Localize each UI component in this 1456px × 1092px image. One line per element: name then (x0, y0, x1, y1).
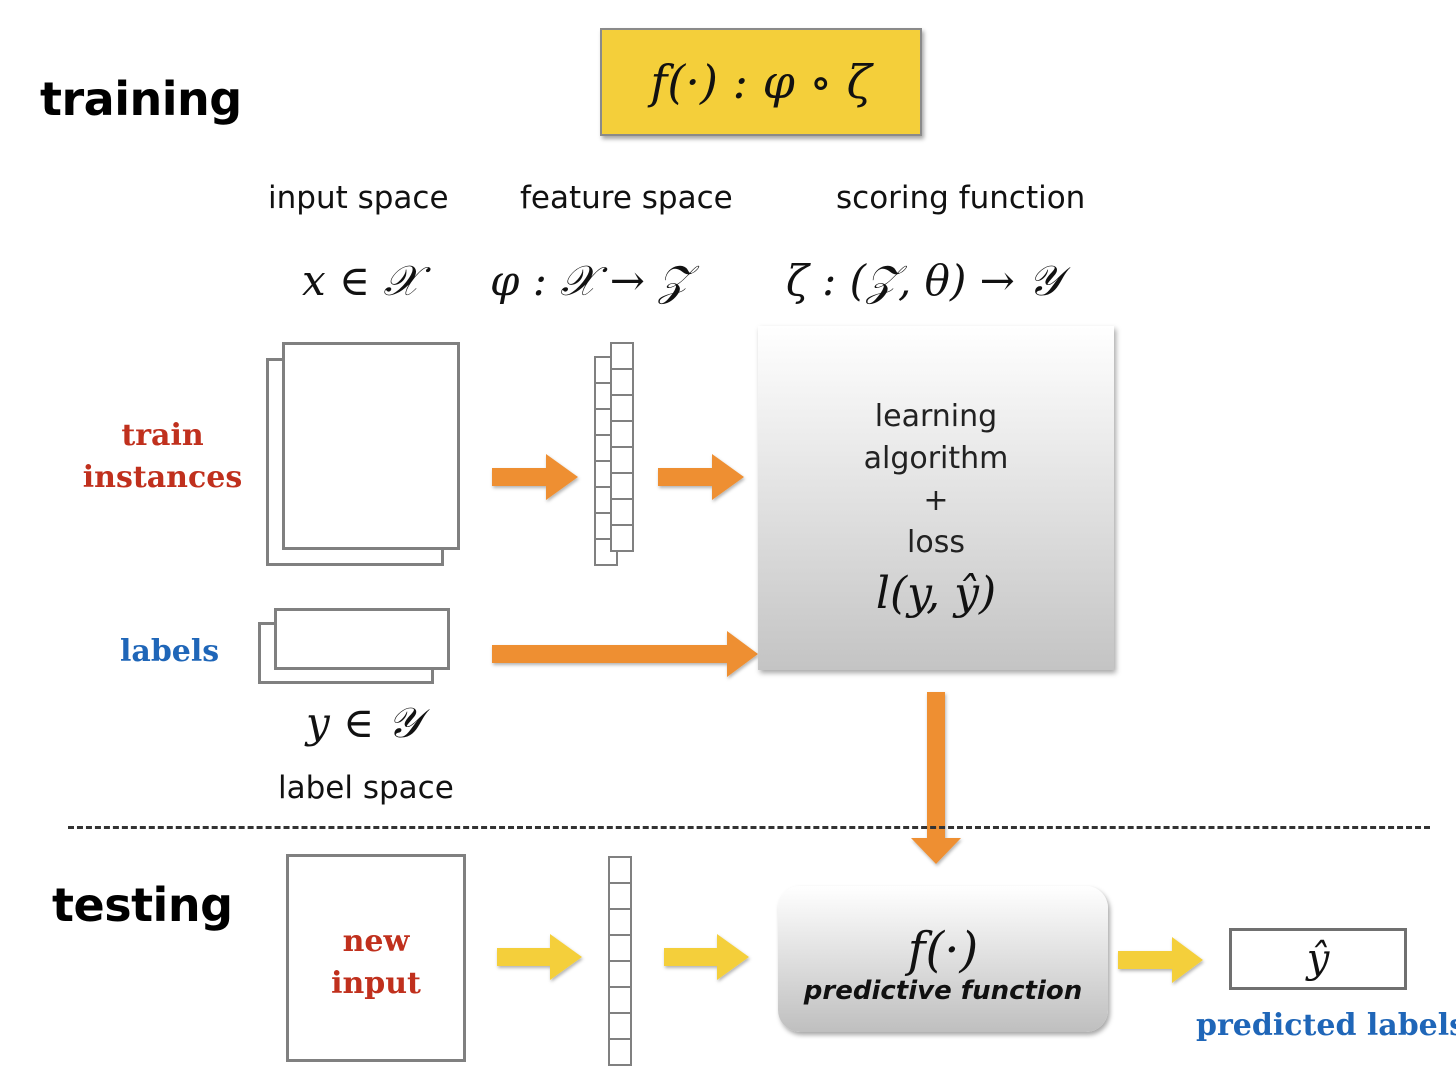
feature-vector-cell (608, 986, 632, 1014)
feature-vector-icon (594, 342, 640, 568)
arrow-right-icon (492, 454, 578, 500)
predicted-label-symbol: ŷ (1306, 936, 1330, 982)
feature-vector-cell (608, 934, 632, 962)
feature-vector-cell (608, 882, 632, 910)
input-space-math: x ∈ 𝒳 (302, 256, 420, 305)
testing-title: testing (52, 878, 233, 932)
feature-vector-cell (608, 1038, 632, 1066)
feature-vector-cell (610, 524, 634, 552)
model-formula-box: f(·) : φ ∘ ζ (600, 28, 922, 136)
scoring-map-math: ζ : (𝒵, θ) → 𝒴 (786, 256, 1062, 305)
feature-vector-cell (610, 446, 634, 474)
predictive-function-caption: predictive function (803, 976, 1083, 1006)
feature-vector-cell (594, 538, 618, 566)
feature-vector-cell (610, 368, 634, 396)
loss-function: l(y, ŷ) (875, 568, 997, 619)
label-space-label: label space (278, 770, 454, 806)
new-input-label: new input (331, 924, 421, 1001)
test-feature-vector-icon (608, 856, 638, 1066)
arrow-right-icon (658, 454, 744, 500)
feature-vector-cell (610, 498, 634, 526)
new-input-document: new input (286, 854, 466, 1062)
predicted-label-box: ŷ (1229, 928, 1407, 990)
input-space-label: input space (268, 180, 449, 216)
feature-space-label: feature space (520, 180, 733, 216)
arrow-right-icon (1118, 937, 1203, 983)
model-formula: f(·) : φ ∘ ζ (650, 55, 872, 109)
feature-vector-cell (608, 908, 632, 936)
label-space-math: y ∈ 𝒴 (306, 698, 421, 747)
feature-vector-cell (610, 420, 634, 448)
feature-vector-cell (608, 856, 632, 884)
train-instances-label: train instances (82, 418, 243, 495)
train-test-divider (68, 826, 1430, 829)
labels-label: labels (120, 634, 220, 669)
feature-vector-cell (610, 394, 634, 422)
arrow-right-icon (497, 934, 582, 980)
arrow-right-icon (492, 631, 758, 677)
predictive-function-symbol: f(·) (907, 922, 979, 978)
training-title: training (40, 72, 242, 126)
document-stack-icon (266, 342, 462, 568)
feature-vector-cell (608, 1012, 632, 1040)
label-stack-icon (258, 608, 452, 686)
arrow-down-icon (911, 692, 961, 864)
predictive-function-box: f(·) predictive function (778, 886, 1108, 1032)
feature-map-math: φ : 𝒳 → 𝒵 (490, 256, 691, 305)
feature-vector-cell (610, 342, 634, 370)
arrow-right-icon (664, 934, 749, 980)
predicted-labels-caption: predicted labels (1196, 1008, 1456, 1043)
feature-vector-cell (610, 472, 634, 500)
feature-vector-cell (608, 960, 632, 988)
learning-algorithm-box: learning algorithm + loss l(y, ŷ) (758, 326, 1114, 670)
scoring-function-label: scoring function (836, 180, 1086, 216)
